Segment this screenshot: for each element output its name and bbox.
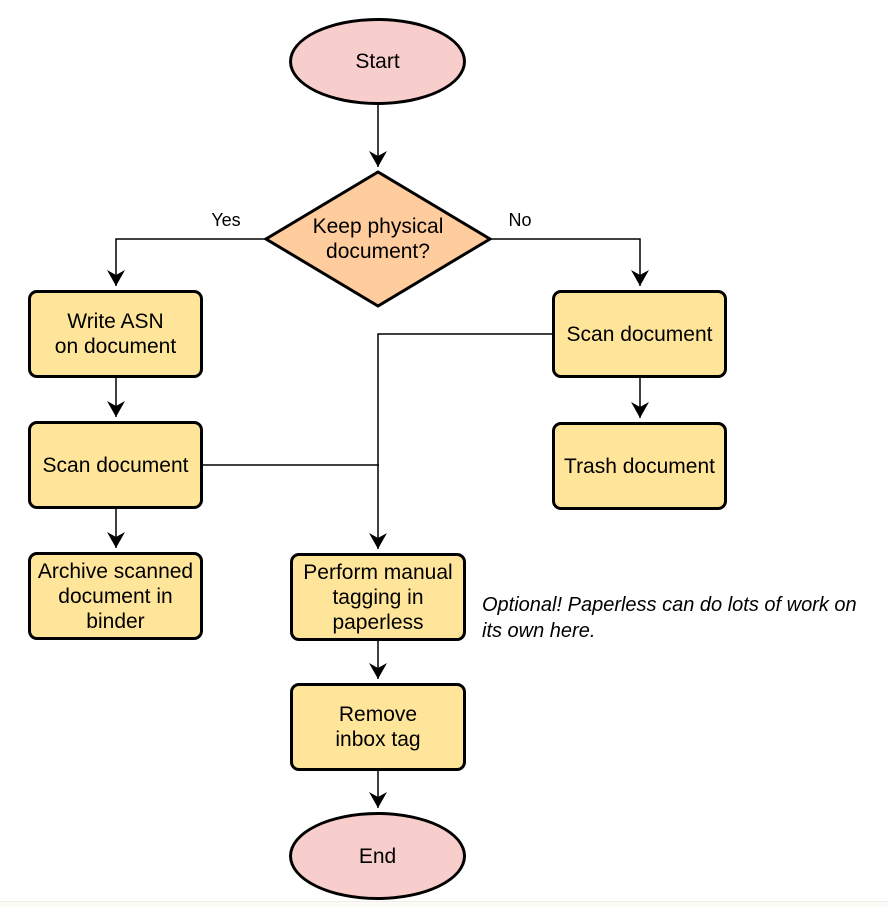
trash-document-node: Trash document [552, 422, 727, 510]
scan-document-right-node-label: Scan document [566, 322, 713, 346]
write-asn-node: Write ASN on document [28, 290, 203, 378]
start-node: Start [289, 18, 466, 105]
manual-tagging-node: Perform manual tagging in paperless [290, 553, 466, 641]
scan-document-left-node: Scan document [28, 421, 203, 509]
yes-edge-label: Yes [211, 210, 241, 230]
end-node: End [289, 812, 466, 900]
write-asn-node-label: Write ASN on document [54, 310, 177, 358]
scan-document-right-node: Scan document [552, 290, 727, 378]
trash-document-node-label: Trash document [564, 454, 715, 478]
edge-decision-yes-to-write-asn [107, 238, 266, 286]
decision-diamond-shape [263, 170, 493, 308]
scan-document-left-node-label: Scan document [42, 453, 189, 477]
edge-decision-no-to-scan-right [490, 238, 649, 286]
manual-tagging-node-label: Perform manual tagging in paperless [303, 560, 453, 634]
decision-node-label: Keep physical document? [312, 215, 444, 263]
archive-document-node: Archive scanned document in binder [28, 552, 203, 640]
decision-node: Keep physical document? [266, 172, 490, 306]
archive-document-node-label: Archive scanned document in binder [37, 559, 194, 633]
start-node-label: Start [355, 50, 400, 73]
remove-inbox-tag-node: Remove inbox tag [290, 683, 466, 771]
end-node-label: End [358, 844, 397, 868]
optional-note: Optional! Paperless can do lots of work … [482, 594, 857, 642]
edge-scan-right-to-tagging [369, 333, 552, 549]
no-edge-label: No [508, 210, 532, 230]
remove-inbox-tag-node-label: Remove inbox tag [335, 703, 421, 751]
bottom-page-strip [0, 901, 888, 907]
